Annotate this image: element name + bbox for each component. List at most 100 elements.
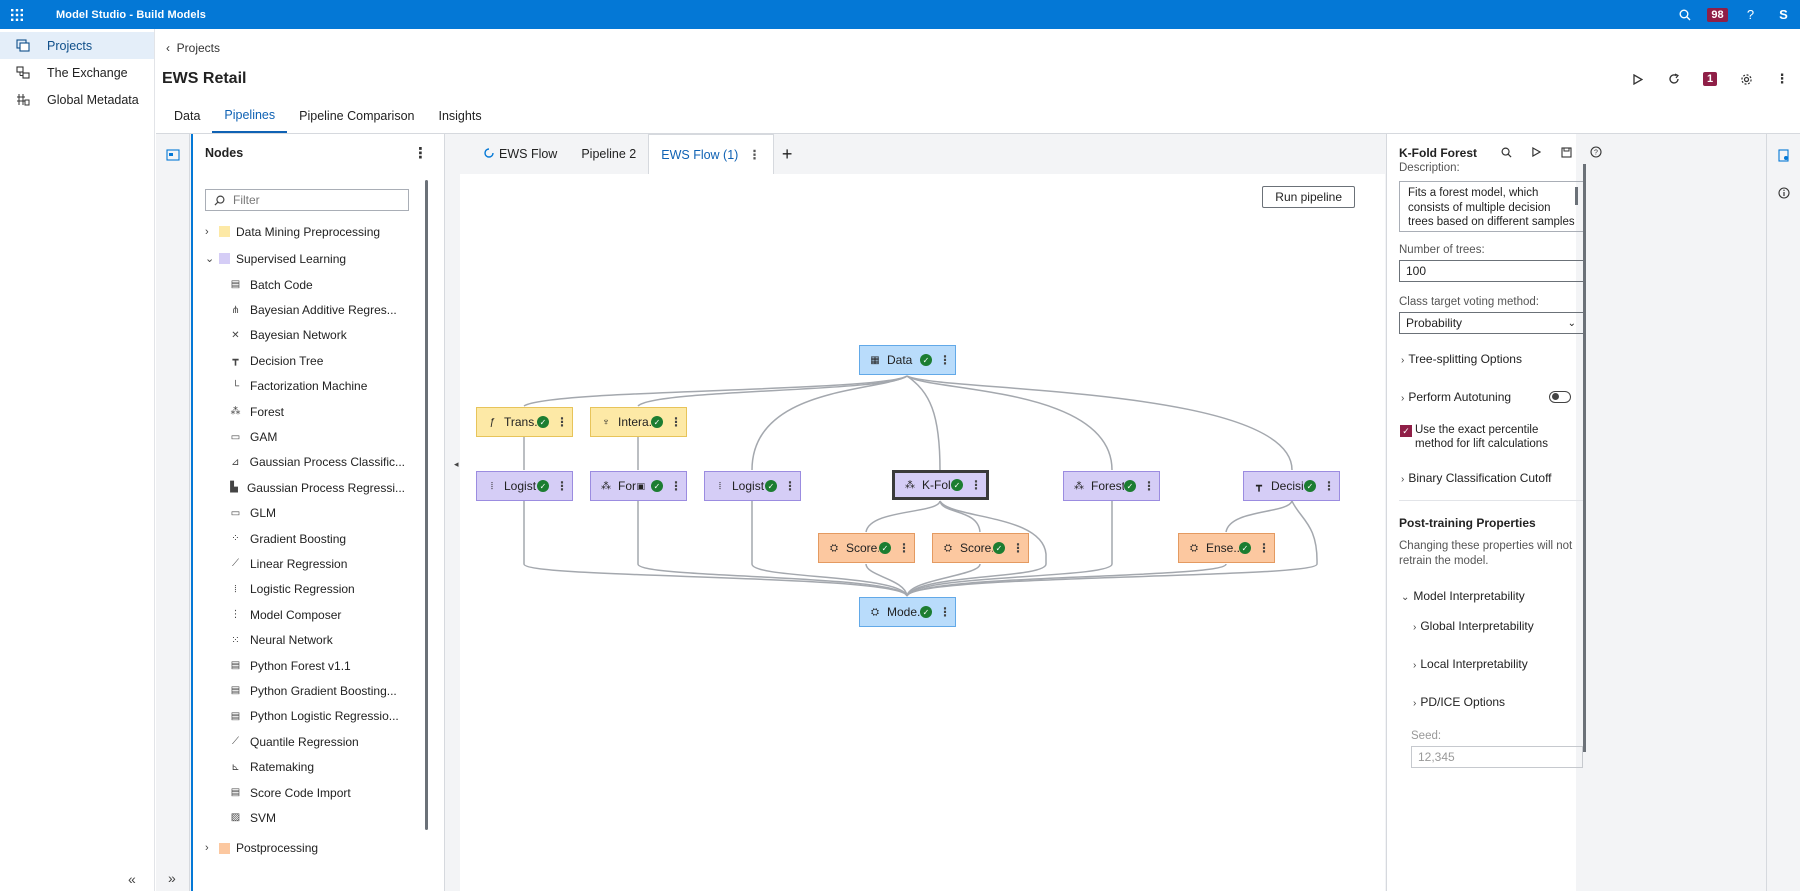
nav-item-the-exchange[interactable]: The Exchange <box>0 59 154 86</box>
pipeline-node-data[interactable]: ▦ Data ✓ ⋮ <box>859 345 956 375</box>
breadcrumb-projects[interactable]: Projects <box>176 41 221 55</box>
tab-menu-icon[interactable]: ⋮ <box>748 148 761 162</box>
pipeline-node-forest-1[interactable]: ⁂ For... ▣ ✓ ⋮ <box>590 471 687 501</box>
node-menu-icon[interactable]: ⋮ <box>556 415 568 429</box>
pipeline-node-ensemble[interactable]: ⛭ Ense... ✓ ⋮ <box>1178 533 1275 563</box>
pipeline-node-logistic-2[interactable]: ⦙ Logist... ✓ ⋮ <box>704 471 801 501</box>
search-icon[interactable] <box>1668 0 1701 29</box>
node-menu-icon[interactable]: ⋮ <box>1012 541 1024 555</box>
node-properties-icon[interactable] <box>1775 146 1793 164</box>
node-item-ratemaking[interactable]: ⊾Ratemaking <box>205 754 405 779</box>
description-scrollbar[interactable] <box>1575 187 1578 205</box>
node-item-glm[interactable]: ▭GLM <box>205 501 405 526</box>
node-item-quantile-regression[interactable]: ⟋Quantile Regression <box>205 729 405 754</box>
node-item-batch-code[interactable]: ▤Batch Code <box>205 272 405 297</box>
node-item-gaussian-process-classification[interactable]: ⊿Gaussian Process Classific... <box>205 450 405 475</box>
pipeline-node-decision-tree[interactable]: ┳ Decisi... ✓ ⋮ <box>1243 471 1340 501</box>
node-menu-icon[interactable]: ⋮ <box>970 478 982 492</box>
node-menu-icon[interactable]: ⋮ <box>898 541 910 555</box>
perform-autotuning-toggle[interactable]: ›Perform Autotuning <box>1401 390 1511 404</box>
breadcrumb[interactable]: ‹ Projects <box>166 41 221 55</box>
run-icon[interactable] <box>1620 67 1656 91</box>
node-menu-icon[interactable]: ⋮ <box>784 479 796 493</box>
binary-cutoff-toggle[interactable]: ›Binary Classification Cutoff <box>1401 471 1552 485</box>
node-item-decision-tree[interactable]: ┳Decision Tree <box>205 348 405 373</box>
pipeline-node-transform[interactable]: ƒ Trans... ✓ ⋮ <box>476 407 573 437</box>
notifications-badge[interactable]: 98 <box>1701 0 1734 29</box>
tab-pipeline-comparison[interactable]: Pipeline Comparison <box>299 109 415 123</box>
pipeline-node-interactive[interactable]: ♆ Intera... ✓ ⋮ <box>590 407 687 437</box>
node-menu-icon[interactable]: ⋮ <box>1143 479 1155 493</box>
run-pipeline-button[interactable]: Run pipeline <box>1262 186 1355 208</box>
percentile-checkbox[interactable]: ✓ <box>1400 425 1412 437</box>
node-menu-icon[interactable]: ⋮ <box>670 415 682 429</box>
node-item-python-gradient-boosting[interactable]: ▤Python Gradient Boosting... <box>205 678 405 703</box>
project-notifications-badge[interactable]: 1 <box>1692 67 1728 91</box>
app-switcher-icon[interactable] <box>2 0 32 29</box>
nodes-panel-icon[interactable] <box>164 146 182 164</box>
node-item-linear-regression[interactable]: ⟋Linear Regression <box>205 551 405 576</box>
user-avatar[interactable]: S <box>1779 7 1788 22</box>
node-menu-icon[interactable]: ⋮ <box>939 353 951 367</box>
local-interpretability-toggle[interactable]: ›Local Interpretability <box>1413 657 1528 671</box>
more-options-icon[interactable]: ⋮ <box>1775 71 1789 86</box>
global-interpretability-toggle[interactable]: ›Global Interpretability <box>1413 619 1534 633</box>
pipeline-node-model-comparison[interactable]: ⛭ Mode... ✓ ⋮ <box>859 597 956 627</box>
description-field[interactable]: Fits a forest model, which consists of m… <box>1399 181 1585 232</box>
node-menu-icon[interactable]: ⋮ <box>670 479 682 493</box>
nodes-menu-icon[interactable]: ⋮ <box>413 145 428 162</box>
category-supervised-learning[interactable]: ⌄ Supervised Learning <box>205 245 405 272</box>
node-item-bayesian-additive[interactable]: ⋔Bayesian Additive Regres... <box>205 297 405 322</box>
search-icon[interactable] <box>1491 142 1521 162</box>
node-item-gradient-boosting[interactable]: ⁘Gradient Boosting <box>205 526 405 551</box>
collapse-left-arrow-icon[interactable]: ◂ <box>454 459 459 469</box>
node-item-factorization-machine[interactable]: └Factorization Machine <box>205 374 405 399</box>
node-item-svm[interactable]: ▨SVM <box>205 805 405 830</box>
node-item-bayesian-network[interactable]: ✕Bayesian Network <box>205 323 405 348</box>
save-icon[interactable] <box>1551 142 1581 162</box>
node-item-python-forest[interactable]: ▤Python Forest v1.1 <box>205 653 405 678</box>
node-item-model-composer[interactable]: ⋮Model Composer <box>205 602 405 627</box>
autotuning-switch[interactable] <box>1549 391 1571 403</box>
info-icon[interactable] <box>1775 184 1793 202</box>
filter-field[interactable] <box>205 189 409 211</box>
pipeline-node-score-2[interactable]: ⛭ Score... ✓ ⋮ <box>932 533 1029 563</box>
tab-insights[interactable]: Insights <box>438 109 482 123</box>
voting-method-select[interactable]: Probability ⌄ <box>1399 312 1585 334</box>
tree-splitting-options-toggle[interactable]: ›Tree-splitting Options <box>1401 352 1522 366</box>
pipeline-node-logistic-1[interactable]: ⦙ Logist... ✓ ⋮ <box>476 471 573 501</box>
node-item-score-code-import[interactable]: ▤Score Code Import <box>205 780 405 805</box>
refresh-icon[interactable] <box>1656 67 1692 91</box>
nodes-scrollbar[interactable] <box>425 180 428 830</box>
node-item-gaussian-process-regression[interactable]: ▙Gaussian Process Regressi... <box>205 475 405 500</box>
add-pipeline-button[interactable]: + <box>781 143 793 164</box>
nav-item-global-metadata[interactable]: Global Metadata <box>0 86 154 113</box>
node-menu-icon[interactable]: ⋮ <box>1323 479 1335 493</box>
tab-pipelines[interactable]: Pipelines <box>212 99 288 133</box>
node-menu-icon[interactable]: ⋮ <box>939 605 951 619</box>
help-icon[interactable]: ? <box>1746 7 1755 22</box>
expand-panel-icon[interactable]: » <box>168 870 176 886</box>
pipeline-node-forest-2[interactable]: ⁂ Forest... ✓ ⋮ <box>1063 471 1160 501</box>
gear-icon[interactable] <box>1728 67 1764 91</box>
node-item-gam[interactable]: ▭GAM <box>205 424 405 449</box>
model-interpretability-toggle[interactable]: ⌄Model Interpretability <box>1401 589 1525 603</box>
node-item-logistic-regression[interactable]: ⦙Logistic Regression <box>205 577 405 602</box>
pipeline-canvas[interactable]: Run pipeline ◂ ▸ <box>454 174 1393 891</box>
category-data-mining-preprocessing[interactable]: › Data Mining Preprocessing <box>205 218 405 245</box>
pipeline-tab-ews-flow-1[interactable]: EWS Flow (1) ⋮ <box>648 134 774 174</box>
node-menu-icon[interactable]: ⋮ <box>1258 541 1270 555</box>
node-item-python-logistic-regression[interactable]: ▤Python Logistic Regressio... <box>205 704 405 729</box>
pdice-options-toggle[interactable]: ›PD/ICE Options <box>1413 695 1505 709</box>
properties-scrollbar[interactable] <box>1583 164 1586 752</box>
run-node-icon[interactable] <box>1521 142 1551 162</box>
number-of-trees-input[interactable]: 100 <box>1399 260 1585 282</box>
tab-data[interactable]: Data <box>174 109 201 123</box>
category-postprocessing[interactable]: › Postprocessing <box>205 835 405 862</box>
node-item-neural-network[interactable]: ⁙Neural Network <box>205 627 405 652</box>
collapse-nav-icon[interactable]: « <box>128 871 136 887</box>
pipeline-node-kfold-forest[interactable]: ⁂ K-Fol... ✓ ⋮ <box>892 470 989 500</box>
node-menu-icon[interactable]: ⋮ <box>556 479 568 493</box>
filter-input[interactable] <box>233 193 403 207</box>
node-item-forest[interactable]: ⁂Forest <box>205 399 405 424</box>
